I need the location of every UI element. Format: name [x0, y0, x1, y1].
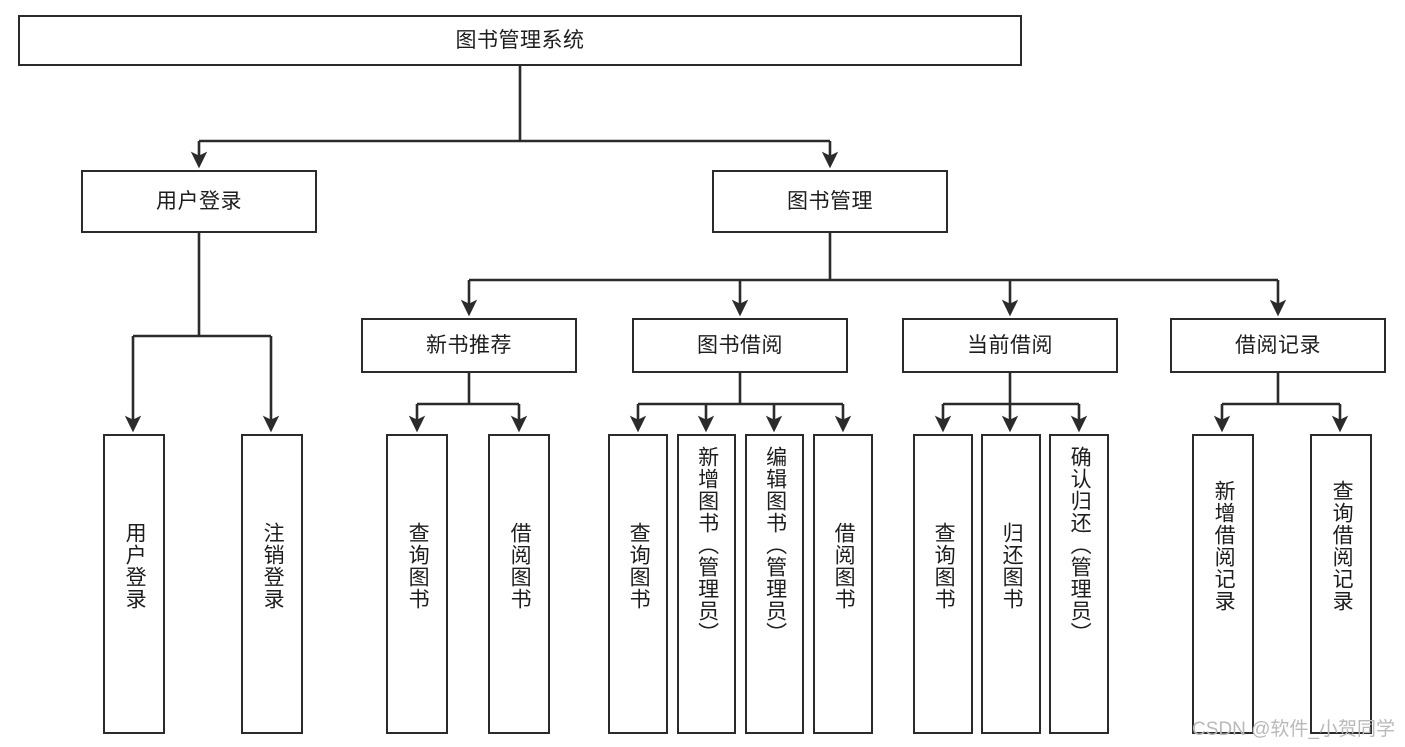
node-book-management-label: 图书管理 [787, 189, 873, 213]
csdn-watermark: CSDN @软件_小贺同学 [1192, 719, 1395, 740]
node-leaf-edit-book-admin[interactable]: 编辑图书（管理员） [745, 434, 804, 734]
node-leaf-add-borrow-record-label: 新增借阅记录 [1212, 480, 1236, 612]
node-leaf-query-book-borrow[interactable]: 查询图书 [608, 434, 668, 734]
node-leaf-query-book-current-label: 查询图书 [932, 522, 956, 610]
node-leaf-add-book-admin-label: 新增图书（管理员） [695, 446, 719, 644]
node-leaf-return-book[interactable]: 归还图书 [981, 434, 1041, 734]
node-leaf-query-book-current[interactable]: 查询图书 [913, 434, 973, 734]
node-leaf-add-borrow-record[interactable]: 新增借阅记录 [1192, 434, 1254, 734]
node-borrow-record[interactable]: 借阅记录 [1170, 318, 1386, 373]
node-current-borrow[interactable]: 当前借阅 [902, 318, 1118, 373]
node-leaf-user-login-label: 用户登录 [123, 522, 147, 610]
node-leaf-logout-label: 注销登录 [261, 522, 285, 610]
node-leaf-query-borrow-record-label: 查询借阅记录 [1330, 480, 1354, 612]
node-leaf-edit-book-admin-label: 编辑图书（管理员） [763, 446, 787, 644]
node-book-borrow[interactable]: 图书借阅 [632, 318, 848, 373]
node-leaf-return-book-label: 归还图书 [1000, 522, 1024, 610]
node-leaf-user-login[interactable]: 用户登录 [103, 434, 165, 734]
node-root[interactable]: 图书管理系统 [18, 15, 1022, 66]
node-leaf-query-borrow-record[interactable]: 查询借阅记录 [1310, 434, 1372, 734]
node-leaf-confirm-return-admin-label: 确认归还（管理员） [1068, 446, 1092, 644]
node-leaf-borrow-book-newbook[interactable]: 借阅图书 [488, 434, 550, 734]
node-leaf-query-book-newbook[interactable]: 查询图书 [386, 434, 448, 734]
node-leaf-borrow-book-newbook-label: 借阅图书 [508, 522, 532, 610]
node-user-login-label: 用户登录 [156, 189, 242, 213]
node-leaf-query-book-newbook-label: 查询图书 [406, 522, 430, 610]
node-borrow-record-label: 借阅记录 [1235, 333, 1321, 357]
node-leaf-confirm-return-admin[interactable]: 确认归还（管理员） [1049, 434, 1109, 734]
node-root-label: 图书管理系统 [455, 28, 585, 52]
node-leaf-query-book-borrow-label: 查询图书 [627, 522, 651, 610]
node-current-borrow-label: 当前借阅 [967, 333, 1053, 357]
node-leaf-borrow-book-borrow-label: 借阅图书 [832, 522, 856, 610]
node-leaf-borrow-book-borrow[interactable]: 借阅图书 [813, 434, 873, 734]
node-book-management[interactable]: 图书管理 [712, 170, 948, 233]
node-leaf-add-book-admin[interactable]: 新增图书（管理员） [677, 434, 736, 734]
node-book-borrow-label: 图书借阅 [697, 333, 783, 357]
node-user-login[interactable]: 用户登录 [81, 170, 317, 233]
node-leaf-logout[interactable]: 注销登录 [241, 434, 303, 734]
node-new-book-recommend-label: 新书推荐 [426, 333, 512, 357]
node-new-book-recommend[interactable]: 新书推荐 [361, 318, 577, 373]
